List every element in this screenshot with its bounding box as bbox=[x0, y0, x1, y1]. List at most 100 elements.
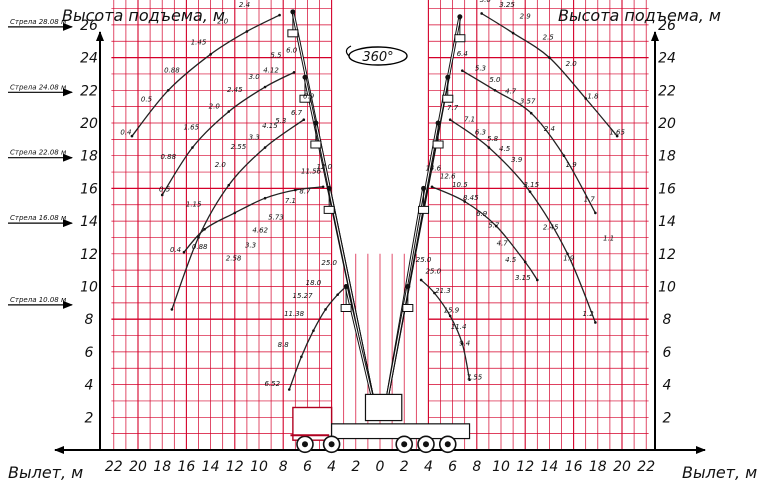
y-tick-label-left: 16 bbox=[80, 181, 98, 197]
curve-point bbox=[511, 31, 515, 35]
hook-block-icon bbox=[287, 29, 299, 38]
load-value-label: 5.3 bbox=[475, 65, 486, 73]
load-value-label: 14.6 bbox=[425, 164, 441, 172]
y-tick-label-right: 6 bbox=[663, 345, 672, 361]
load-value-label: 0.4 bbox=[120, 128, 131, 136]
x-tick-label-right: 12 bbox=[516, 459, 534, 475]
curve-point bbox=[245, 30, 249, 33]
curve-point bbox=[584, 97, 587, 100]
load-value-label: 4.12 bbox=[263, 66, 279, 74]
axes bbox=[54, 31, 706, 454]
load-value-label: 11.56 bbox=[301, 168, 322, 176]
load-value-label: 2.45 bbox=[543, 223, 559, 231]
load-value-label: 2.55 bbox=[231, 143, 247, 151]
y-tick-label-left: 14 bbox=[80, 214, 98, 230]
curve-point bbox=[233, 211, 237, 215]
load-value-label: 3.9 bbox=[511, 156, 523, 164]
x-tick-label-left: 12 bbox=[226, 459, 244, 475]
boom-label: Стрела 24.08 м bbox=[10, 83, 67, 91]
load-value-label: 7.7 bbox=[447, 104, 459, 112]
load-value-label: 1.7 bbox=[584, 195, 596, 203]
curve-point bbox=[615, 134, 619, 138]
curve-point bbox=[292, 71, 296, 74]
y-tick-label-right: 10 bbox=[658, 280, 676, 296]
load-value-label: 3.15 bbox=[515, 274, 531, 282]
boom-head bbox=[302, 74, 308, 80]
x-tick-label-right: 14 bbox=[540, 459, 558, 475]
curve-point bbox=[562, 154, 566, 157]
y-tick-label-right: 18 bbox=[658, 149, 676, 165]
x-tick-label-left: 10 bbox=[250, 459, 268, 475]
load-value-label: 4.7 bbox=[505, 88, 517, 96]
hook-block-icon bbox=[402, 304, 414, 312]
y-axis-title-right: Высота подъема, м bbox=[558, 6, 721, 25]
load-value-label: 2.0 bbox=[209, 102, 221, 110]
boom-label: Стрела 10.08 м bbox=[10, 296, 67, 304]
load-value-label: 6.9 bbox=[303, 92, 315, 100]
boom-label: Стрела 28.08 м bbox=[10, 18, 67, 26]
load-value-label: 0.4 bbox=[170, 246, 181, 254]
x-tick-label-right: 20 bbox=[613, 459, 631, 475]
curve-point bbox=[209, 53, 212, 56]
load-curve-left bbox=[288, 286, 347, 390]
y-tick-label-right: 16 bbox=[658, 181, 676, 197]
x-tick-label-right: 18 bbox=[589, 459, 607, 475]
curve-point bbox=[227, 183, 231, 187]
load-value-label: 7.55 bbox=[467, 374, 483, 382]
curve-point bbox=[528, 190, 532, 193]
curve-point bbox=[321, 185, 325, 189]
load-value-label: 21.3 bbox=[435, 287, 451, 295]
load-value-label: 4.5 bbox=[505, 256, 517, 264]
load-value-label: 2.5 bbox=[543, 34, 555, 42]
x-tick-label-left: 8 bbox=[279, 459, 288, 475]
curve-point bbox=[594, 321, 597, 324]
load-value-label: 2.9 bbox=[520, 12, 532, 20]
curve-point bbox=[294, 188, 297, 192]
curve-point bbox=[130, 134, 134, 138]
load-value-label: 5.7 bbox=[488, 222, 500, 230]
load-value-label: 4.15 bbox=[262, 122, 278, 130]
x-tick-label-right: 22 bbox=[637, 459, 655, 475]
y-tick-label-left: 20 bbox=[80, 116, 98, 132]
load-curve-right bbox=[431, 186, 538, 281]
x-tick-label-left: 2 bbox=[351, 459, 360, 475]
wheel-hub bbox=[301, 441, 308, 448]
load-value-label: 5.0 bbox=[489, 76, 501, 84]
wheel-hub bbox=[444, 441, 451, 448]
load-value-label: 6.9 bbox=[476, 210, 488, 218]
load-value-label: 5.5 bbox=[270, 52, 282, 60]
load-value-label: 1.1 bbox=[603, 235, 614, 243]
curve-point bbox=[463, 200, 467, 203]
hook-block-icon bbox=[310, 140, 322, 149]
load-value-label: 0.5 bbox=[141, 96, 153, 104]
load-value-label: 15.27 bbox=[293, 292, 314, 300]
wheel-hub bbox=[422, 441, 429, 448]
curve-point bbox=[468, 378, 471, 381]
hook-block-icon bbox=[323, 205, 335, 214]
y-tick-label-right: 20 bbox=[658, 116, 676, 132]
x-tick-label-right: 6 bbox=[448, 459, 457, 475]
load-value-label: 1.9 bbox=[566, 161, 578, 169]
hook-block-icon bbox=[340, 304, 352, 312]
hook-block-icon bbox=[442, 94, 454, 103]
y-tick-label-right: 22 bbox=[658, 83, 676, 99]
boom-head bbox=[445, 74, 451, 80]
x-tick-label-left: 18 bbox=[153, 459, 171, 475]
load-value-label: 2.0 bbox=[566, 60, 578, 68]
load-value-label: 25.0 bbox=[425, 267, 441, 275]
curve-point bbox=[191, 146, 194, 149]
load-value-label: 3.25 bbox=[499, 1, 515, 9]
curve-point bbox=[344, 285, 348, 288]
curve-point bbox=[460, 69, 464, 72]
load-value-label: 3.15 bbox=[523, 181, 539, 189]
load-value-label: 5.3 bbox=[275, 117, 286, 125]
load-value-label: 1.2 bbox=[583, 310, 595, 318]
load-value-label: 6.52 bbox=[265, 380, 281, 388]
curve-point bbox=[263, 85, 267, 89]
load-value-label: 9.4 bbox=[459, 339, 470, 347]
curve-point bbox=[460, 342, 464, 346]
curve-point bbox=[494, 224, 498, 228]
x-tick-label-center: 0 bbox=[376, 459, 385, 475]
